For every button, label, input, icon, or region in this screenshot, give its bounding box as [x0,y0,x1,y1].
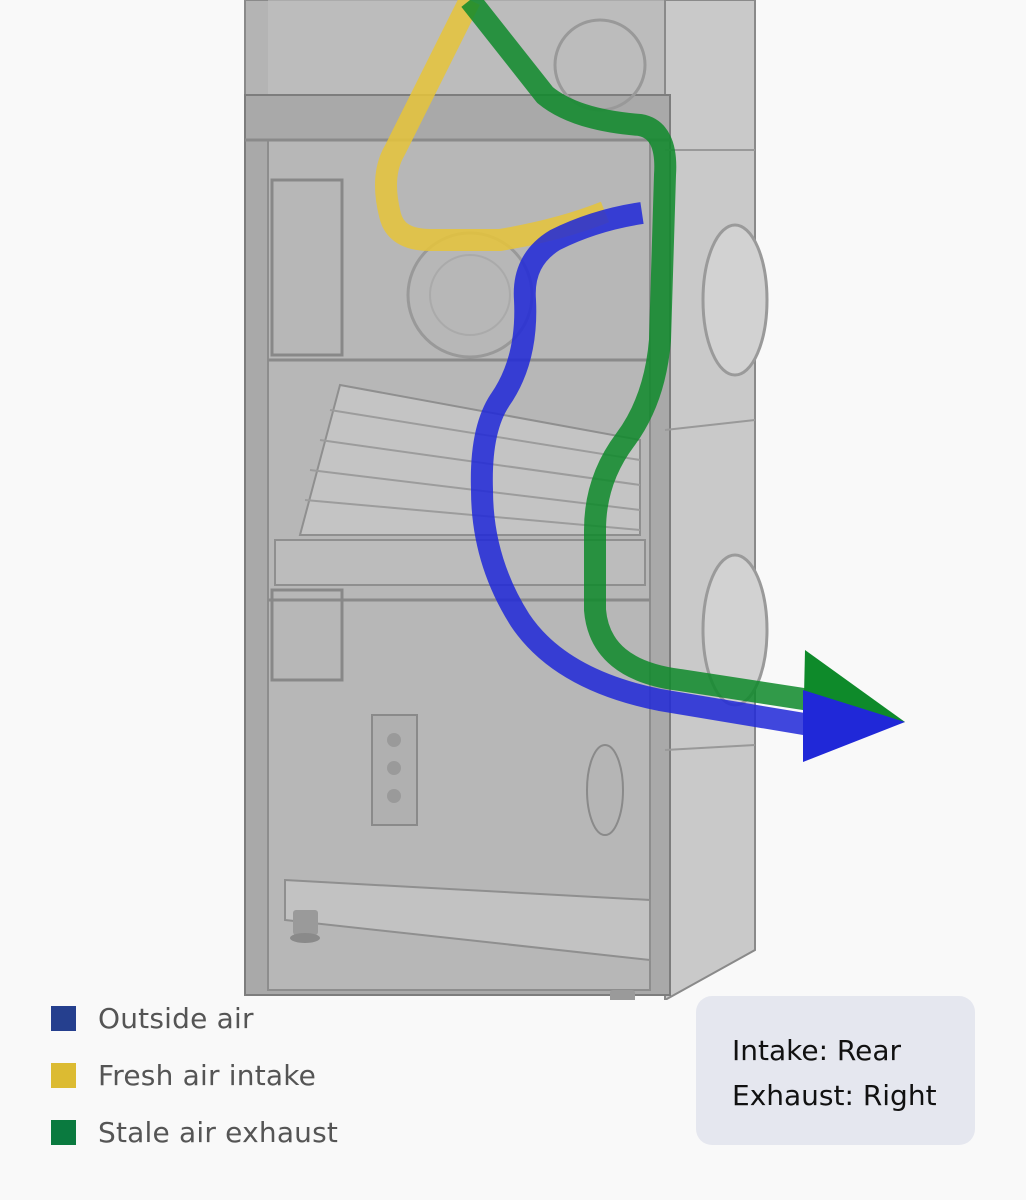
outside-air-arrowhead [803,690,905,762]
intake-position-text: Intake: Rear [732,1034,902,1067]
legend-label: Fresh air intake [98,1059,317,1092]
legend-swatch-stale-air-exhaust [51,1120,76,1145]
legend-item-outside-air: Outside air [51,990,338,1047]
legend-swatch-outside-air [51,1006,76,1031]
outside-air-path [470,202,812,736]
legend-item-stale-air-exhaust: Stale air exhaust [51,1104,338,1161]
legend-swatch-fresh-air-intake [51,1063,76,1088]
legend-item-fresh-air-intake: Fresh air intake [51,1047,338,1104]
legend: Outside air Fresh air intake Stale air e… [51,990,338,1161]
unit-cabinet [244,0,769,1000]
legend-label: Outside air [98,1002,254,1035]
configuration-info-box: Intake: Rear Exhaust: Right [696,996,975,1145]
ventilation-unit-diagram [244,0,905,1000]
legend-label: Stale air exhaust [98,1116,339,1149]
exhaust-position-text: Exhaust: Right [732,1079,937,1112]
stale-air-exhaust-path [461,0,812,711]
